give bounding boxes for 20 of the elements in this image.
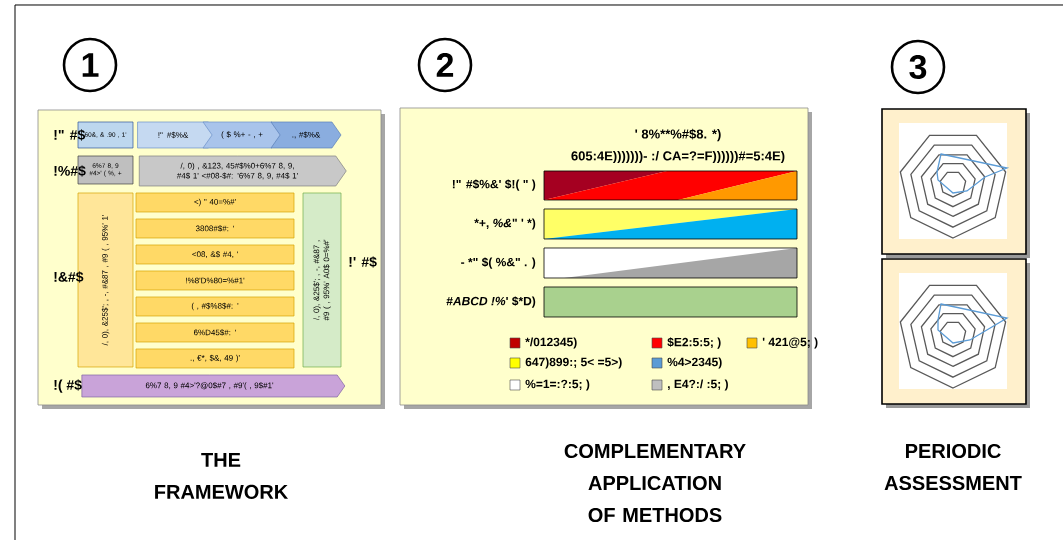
- vertical-box: /, 0), &25$'; , -, #&87 , #9 ( , 95%' A0$ 0=%#': [302, 192, 342, 368]
- process-box: !%8'D%80=%#1': [135, 270, 295, 291]
- process-box: 6%D45$#: ': [135, 322, 295, 343]
- process-box: 3808#$#: ': [135, 218, 295, 239]
- row-label: !( #$: [54, 379, 82, 393]
- row-label: !' #$: [349, 256, 377, 268]
- caption: COMPLEMENTARY APPLICATION OF METHODS: [564, 443, 746, 523]
- circled-number: 1: [62, 37, 118, 93]
- process-box: ., €*, $&, 49 )': [135, 348, 295, 369]
- process-box: ( , #$%8$#: ': [135, 296, 295, 317]
- circled-number: 3: [890, 39, 946, 95]
- row-label: !&#$: [54, 271, 84, 283]
- caption: THE FRAMEWORK: [155, 453, 289, 499]
- chevron-step: /, 0) , &123, 45#$%0+6%7 8, 9, #4$ 1' <#08-$#: '6%7 8, 9, #4$ 1': [138, 155, 347, 187]
- process-box: <08, &$ #4, ': [135, 244, 295, 265]
- caption: PERIODIC ASSESSMENT: [884, 443, 1022, 491]
- process-box: <) " 40=%#': [135, 192, 295, 213]
- row-label: !%#$: [54, 165, 86, 177]
- circled-number: 2: [417, 37, 473, 93]
- chevron-step: 6%7 8, 9 #4>'?@0$#7 , #9'( , 9$#1': [81, 374, 346, 398]
